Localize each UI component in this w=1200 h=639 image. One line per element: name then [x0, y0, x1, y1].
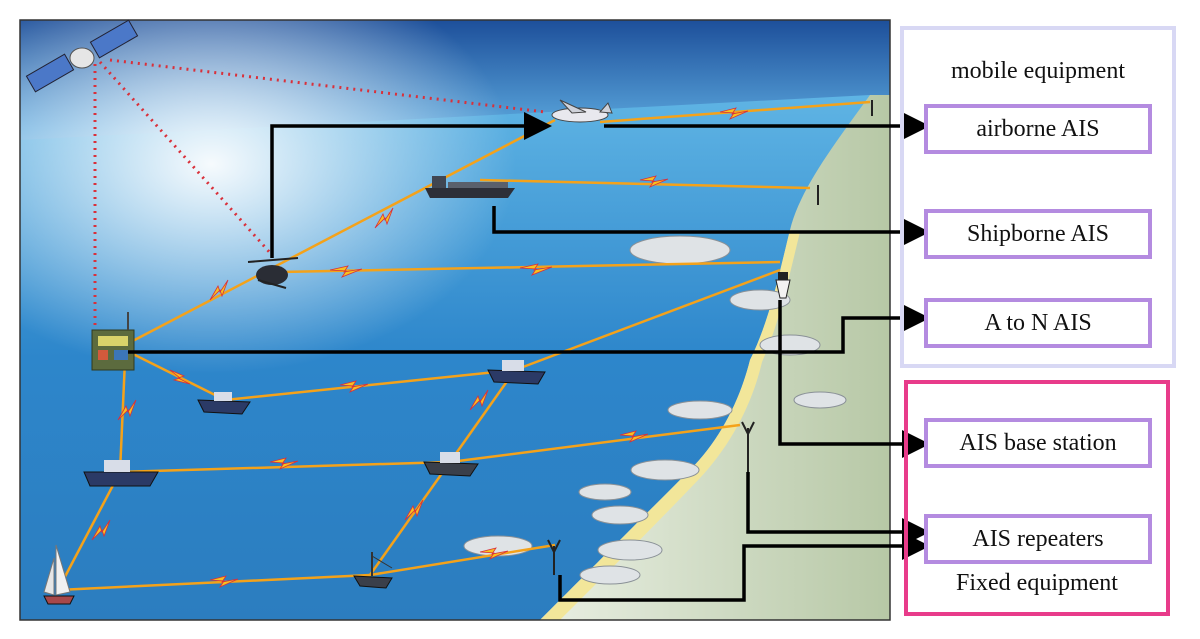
- shipborne-ais-label: Shipborne AIS: [924, 209, 1152, 259]
- connector-lines: [128, 112, 930, 602]
- fixed-equipment-title: Fixed equipment: [956, 570, 1118, 596]
- satellite-beams: [93, 58, 546, 330]
- lighthouse-icon: [775, 272, 791, 299]
- connector-base-station: [778, 300, 930, 458]
- link-bolts: [91, 107, 749, 588]
- connector-repeater-a: [746, 472, 930, 546]
- ais-repeaters-label: AIS repeaters: [924, 514, 1152, 564]
- oil-platform-icon: [91, 312, 135, 371]
- mobile-equipment-group: [900, 26, 1176, 368]
- satellite-icon: [25, 19, 139, 93]
- patrol-boat-icon: [423, 452, 479, 477]
- patrol-boat-icon: [83, 460, 159, 487]
- helicopter-icon: [247, 257, 299, 289]
- ais-base-station-label: AIS base station: [924, 418, 1152, 468]
- cargo-ship-icon: [425, 176, 515, 198]
- fishing-boat-icon: [353, 552, 393, 589]
- a-to-n-ais-label: A to N AIS: [924, 298, 1152, 348]
- patrol-boat-icon: [487, 360, 546, 385]
- connector-repeater-b: [558, 532, 930, 602]
- airborne-ais-label: airborne AIS: [924, 104, 1152, 154]
- connector-airplane-helicopter: [270, 112, 552, 258]
- sailboat-icon: [43, 544, 75, 605]
- patrol-boat-icon: [197, 392, 251, 415]
- airplane-icon: [551, 99, 613, 123]
- mobile-equipment-title: mobile equipment: [951, 58, 1125, 84]
- scene-background: [19, 19, 891, 621]
- connector-shipborne: [492, 206, 930, 246]
- connector-aton: [128, 304, 930, 354]
- fixed-equipment-group: [904, 380, 1170, 616]
